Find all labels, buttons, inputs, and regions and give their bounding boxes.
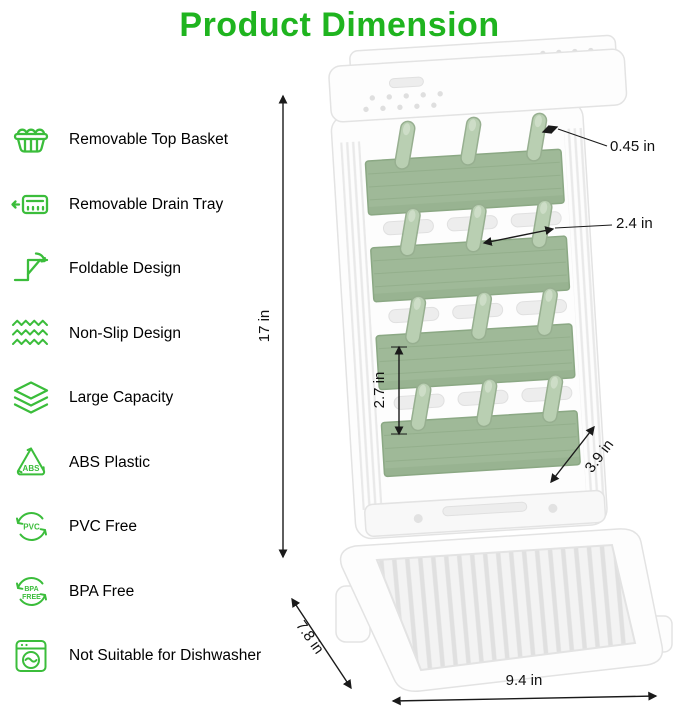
feature-item: Non-Slip Design [8, 302, 308, 367]
top-basket [328, 34, 628, 123]
hinge [364, 489, 607, 538]
foldable-icon [8, 246, 54, 292]
non-slip-icon [8, 311, 54, 357]
dimension-label-row-spacing: 2.7 in [371, 372, 388, 409]
dimension-label-peg-width: 0.45 in [610, 138, 655, 155]
feature-label: ABS Plastic [69, 453, 150, 471]
feature-item: Removable Drain Tray [8, 173, 308, 238]
svg-text:FREE: FREE [22, 594, 41, 601]
bpa-free-icon: BPA FREE [8, 569, 54, 615]
dishwasher-icon [8, 633, 54, 679]
basket-icon [8, 117, 54, 163]
svg-text:BPA: BPA [24, 586, 38, 593]
features-list: Removable Top Basket Removable Drain Tra… [8, 108, 308, 689]
feature-item: Not Suitable for Dishwasher [8, 624, 308, 689]
feature-item: Foldable Design [8, 237, 308, 302]
large-capacity-icon [8, 375, 54, 421]
page-title: Product Dimension [179, 6, 500, 44]
svg-text:PVC: PVC [23, 523, 40, 532]
dimension-label-width: 9.4 in [506, 672, 543, 689]
pvc-recycle-icon: PVC [8, 504, 54, 550]
feature-label: Non-Slip Design [69, 324, 181, 342]
feature-item: ABS ABS Plastic [8, 431, 308, 496]
feature-item: BPA FREE BPA Free [8, 560, 308, 625]
abs-recycle-icon: ABS [8, 440, 54, 486]
feature-label: BPA Free [69, 582, 135, 600]
rack-tower [330, 100, 608, 540]
svg-text:ABS: ABS [23, 464, 41, 473]
feature-label: Foldable Design [69, 260, 182, 278]
feature-label: Not Suitable for Dishwasher [69, 647, 262, 665]
feature-label: PVC Free [69, 518, 138, 536]
dimension-label-peg-spacing: 2.4 in [616, 215, 653, 232]
dimension-label-height: 17 in [256, 310, 273, 343]
feature-label: Removable Drain Tray [69, 195, 224, 213]
feature-label: Removable Top Basket [69, 131, 229, 149]
feature-label: Large Capacity [69, 389, 174, 407]
drain-tray-icon [8, 182, 54, 228]
drain-tray [339, 528, 664, 692]
basket-drain-holes [363, 91, 443, 113]
feature-item: Removable Top Basket [8, 108, 308, 173]
feature-item: PVC PVC Free [8, 495, 308, 560]
feature-item: Large Capacity [8, 366, 308, 431]
